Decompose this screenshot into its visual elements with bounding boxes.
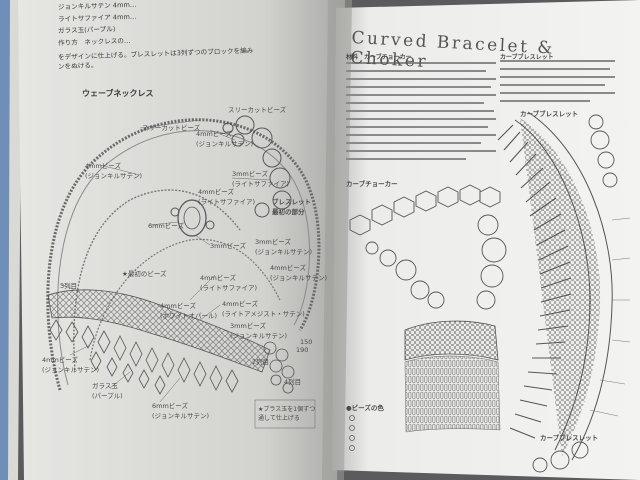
intro-line-6: ンをぬける。 <box>57 61 98 71</box>
label-4mm-white-opal: 4mmビーズ (ホワイトオパール) <box>160 302 218 320</box>
intro-line-3: ガラス玉(パープル) <box>57 25 116 35</box>
materials-heading: 材料 カーブチョーカー <box>346 54 412 61</box>
label-4mm-jonquil: 4mmビーズ (ジョンキルサテン) <box>196 130 254 148</box>
label-sterling: スリーカットビーズ <box>228 106 287 114</box>
bracelet-label-top: カーブブレスレット <box>520 110 579 118</box>
label-row-4: 4列目 <box>284 378 302 386</box>
label-first-bead: ★最初のビーズ <box>122 270 167 278</box>
label-row-2: 2列目 <box>252 358 270 366</box>
choker-label: カーブチョーカー <box>346 180 398 188</box>
label-6mm: 6mmビーズ <box>148 222 184 230</box>
label-4mm-jonquil-left: 4mmビーズ (ジョンキルサテン) <box>85 162 143 180</box>
label-bracelet-note: ブレスレット 最初の部分 <box>272 198 311 216</box>
label-4mm-light-2: 4mmビーズ (ライトサファイア) <box>200 274 258 292</box>
label-3mm-light: 3mmビーズ (ライトサファイア) <box>232 170 290 188</box>
wave-necklace-heading: ウェーブネックレス <box>82 89 154 98</box>
label-4mm-light: 4mmビーズ (ライトサファイア) <box>198 188 256 206</box>
label-150: 150 <box>300 338 313 346</box>
label-6mm-jonquil: 6mmビーズ (ジョンキルサテン) <box>152 402 210 420</box>
label-3mm-jonquil: 3mmビーズ (ジョンキルサテン) <box>230 322 288 340</box>
label-row-3: 3列目 <box>60 282 78 290</box>
label-4mm-jonquil-right: 4mmビーズ (ジョンキルサテン) <box>270 264 328 282</box>
label-4mm-jonquil-bottom: 4mmビーズ (ジョンキルサテン) <box>42 356 100 374</box>
label-sterling-2: スリーカットビーズ <box>142 124 201 132</box>
label-3mm-jonquil-right: 3mmビーズ (ジョンキルサテン) <box>255 238 313 256</box>
label-3mm: 3mmビーズ <box>210 242 246 250</box>
label-190: 190 <box>296 346 309 354</box>
bead-color-legend: ●ビーズの色 <box>346 404 384 412</box>
label-4mm-amethyst: 4mmビーズ (ライトアメジスト・サテン) <box>222 300 305 318</box>
label-glass-bead: ガラス玉 (パープル) <box>92 382 123 400</box>
bracelet-label-bottom: カーブブレスレット <box>540 434 599 442</box>
materials-heading-bracelet: カーブブレスレット <box>500 54 554 61</box>
footnote: ★ブラス玉を1個ずつ 通して仕上げる <box>258 406 316 422</box>
